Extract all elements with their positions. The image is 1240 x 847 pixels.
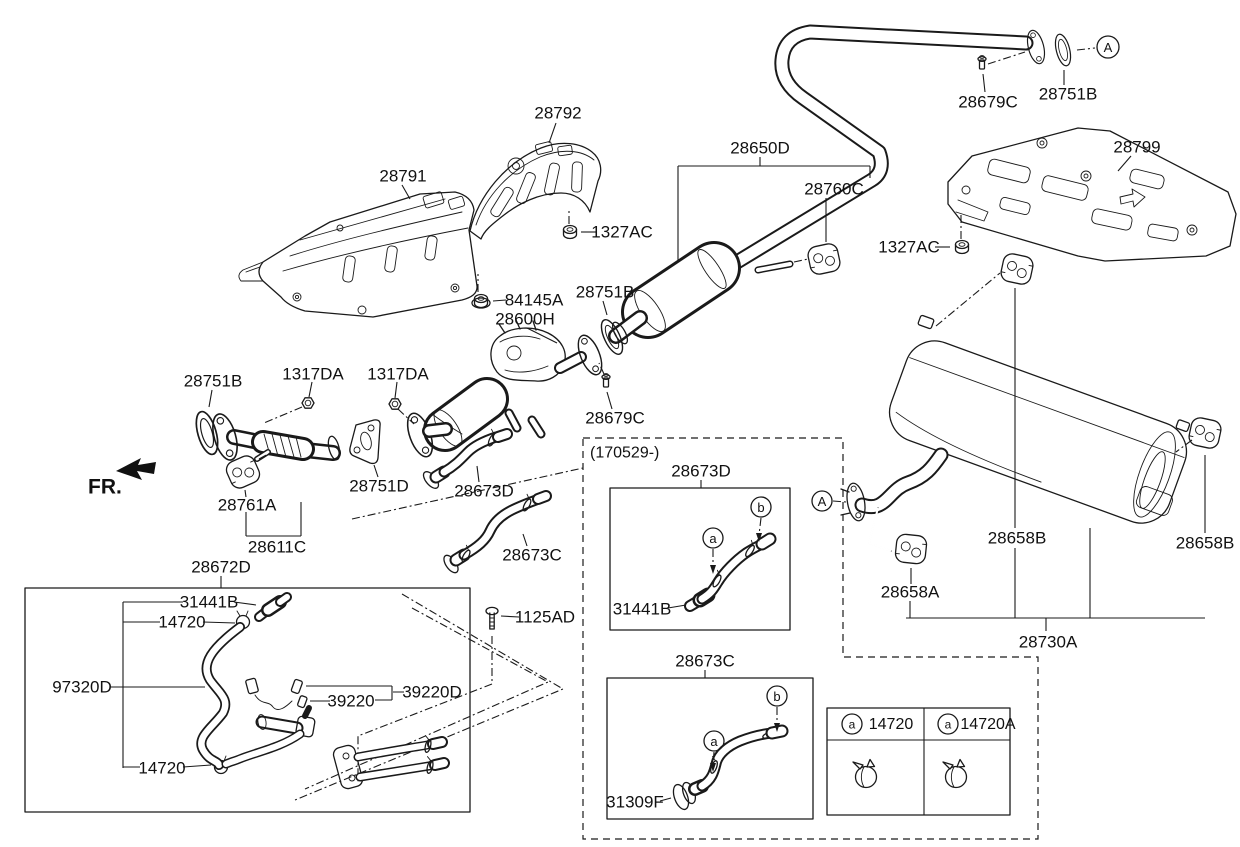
stud-28679C-top	[977, 54, 987, 70]
svg-text:a: a	[710, 734, 718, 749]
callout-a-inset1: a	[702, 527, 724, 549]
label-28751B-left[interactable]: 28751B	[184, 372, 243, 391]
catalytic-converter-28600H	[423, 316, 628, 452]
label-84145A[interactable]: 84145A	[505, 291, 564, 310]
svg-text:A: A	[1104, 40, 1113, 55]
svg-text:a: a	[709, 531, 717, 546]
legend-callout-a1-circle	[841, 713, 863, 735]
label-28751B-topright[interactable]: 28751B	[1039, 85, 1098, 104]
hanger-28658A	[893, 532, 929, 566]
callout-b-inset2: b	[766, 685, 788, 707]
part-labels: 28792 28791 1327AC 28650D 28760C 28679C …	[52, 85, 1234, 812]
label-28672D[interactable]: 28672D	[191, 558, 251, 577]
callout-b-inset1: b	[750, 496, 772, 518]
label-28673C-main[interactable]: 28673C	[502, 546, 562, 565]
label-28799[interactable]: 28799	[1113, 138, 1160, 157]
label-28761A[interactable]: 28761A	[218, 496, 277, 515]
label-28679C-top[interactable]: 28679C	[958, 93, 1018, 112]
label-14720-bottom[interactable]: 14720	[138, 759, 185, 778]
label-production-note: (170529-)	[590, 445, 659, 462]
nut-1327AC-left	[562, 224, 578, 240]
gasket-28751B-topright	[1052, 32, 1074, 68]
label-39220[interactable]: 39220	[327, 692, 374, 711]
clamp-icon-14720A	[942, 758, 968, 789]
label-28791[interactable]: 28791	[379, 167, 426, 186]
svg-text:b: b	[757, 500, 764, 515]
label-31309F[interactable]: 31309F	[606, 793, 664, 812]
label-28658B-right[interactable]: 28658B	[1176, 534, 1235, 553]
inset-box-28673D	[609, 487, 791, 631]
oxygen-sensor-39220	[245, 677, 308, 710]
label-28673D-inset[interactable]: 28673D	[671, 462, 731, 481]
hanger-28658B-left	[998, 251, 1036, 287]
callout-a-inset2: a	[703, 730, 725, 752]
fr-label: FR.	[88, 476, 122, 499]
label-97320D[interactable]: 97320D	[52, 678, 112, 697]
label-31441B-box[interactable]: 31441B	[180, 593, 239, 612]
label-28679C-center[interactable]: 28679C	[585, 409, 645, 428]
label-14720-top[interactable]: 14720	[158, 613, 205, 632]
legend-part-14720A[interactable]: 14720A	[960, 716, 1015, 733]
fr-indicator: FR.	[88, 458, 156, 499]
match-point-A-top: A	[1096, 35, 1120, 59]
hose-28673D-main	[422, 428, 513, 489]
hanger-28658B-right	[1186, 415, 1224, 451]
label-28611C[interactable]: 28611C	[248, 538, 306, 557]
legend-table: a 14720 a 14720A	[826, 707, 1016, 816]
legend-part-14720[interactable]: 14720	[869, 716, 914, 733]
label-28658B-left[interactable]: 28658B	[988, 529, 1047, 548]
nut-1327AC-right	[954, 239, 970, 255]
label-28792[interactable]: 28792	[534, 104, 581, 123]
label-28673D-main[interactable]: 28673D	[454, 482, 514, 501]
label-28658A[interactable]: 28658A	[881, 583, 940, 602]
label-1327AC-left[interactable]: 1327AC	[591, 223, 652, 242]
center-muffler-28650D	[608, 24, 1049, 345]
fr-arrow-icon	[116, 458, 156, 480]
stud-28679C-center	[601, 372, 611, 388]
label-1125AD[interactable]: 1125AD	[515, 608, 575, 627]
purge-assembly-box-28672D	[24, 587, 471, 813]
variant-dashed-region	[582, 437, 1039, 840]
label-28751B-center[interactable]: 28751B	[576, 283, 635, 302]
hanger-28760C	[805, 241, 843, 277]
label-28730A[interactable]: 28730A	[1019, 633, 1078, 652]
tunnel-heat-shield-28792	[469, 141, 602, 240]
nut-1317DA-2	[388, 398, 402, 410]
legend-callout-a2: a	[945, 718, 952, 732]
hose-28673C-main	[443, 490, 552, 574]
svg-text:b: b	[773, 689, 780, 704]
bolt-1125AD	[485, 606, 499, 630]
label-28760C[interactable]: 28760C	[804, 180, 864, 199]
front-pipe-28611C	[191, 408, 453, 465]
nut-84145A	[471, 293, 491, 309]
label-28673C-inset[interactable]: 28673C	[675, 652, 735, 671]
label-31441B-inset[interactable]: 31441B	[613, 600, 672, 619]
label-39220D[interactable]: 39220D	[402, 683, 462, 702]
legend-callout-a2-circle	[937, 713, 959, 735]
leader-lines	[110, 70, 1206, 802]
projection-lines	[258, 47, 1193, 801]
inset-box-28673C	[606, 677, 814, 820]
svg-text:A: A	[818, 494, 827, 509]
label-28650D[interactable]: 28650D	[730, 139, 790, 158]
front-heat-shield-28791	[238, 191, 478, 318]
match-point-A-mid: A	[811, 490, 833, 512]
rear-heat-protector-28799	[947, 127, 1237, 262]
label-28600H[interactable]: 28600H	[495, 310, 555, 329]
legend-callout-a1: a	[849, 718, 856, 732]
valve-pipe-cluster	[221, 705, 450, 790]
label-1327AC-right[interactable]: 1327AC	[878, 238, 939, 257]
label-1317DA-2[interactable]: 1317DA	[367, 365, 429, 384]
clamp-icon-14720	[852, 758, 878, 789]
nut-1317DA-1	[301, 397, 315, 409]
label-28751D[interactable]: 28751D	[349, 477, 409, 496]
label-1317DA-1[interactable]: 1317DA	[282, 365, 344, 384]
rear-muffler-28730A	[840, 314, 1191, 552]
